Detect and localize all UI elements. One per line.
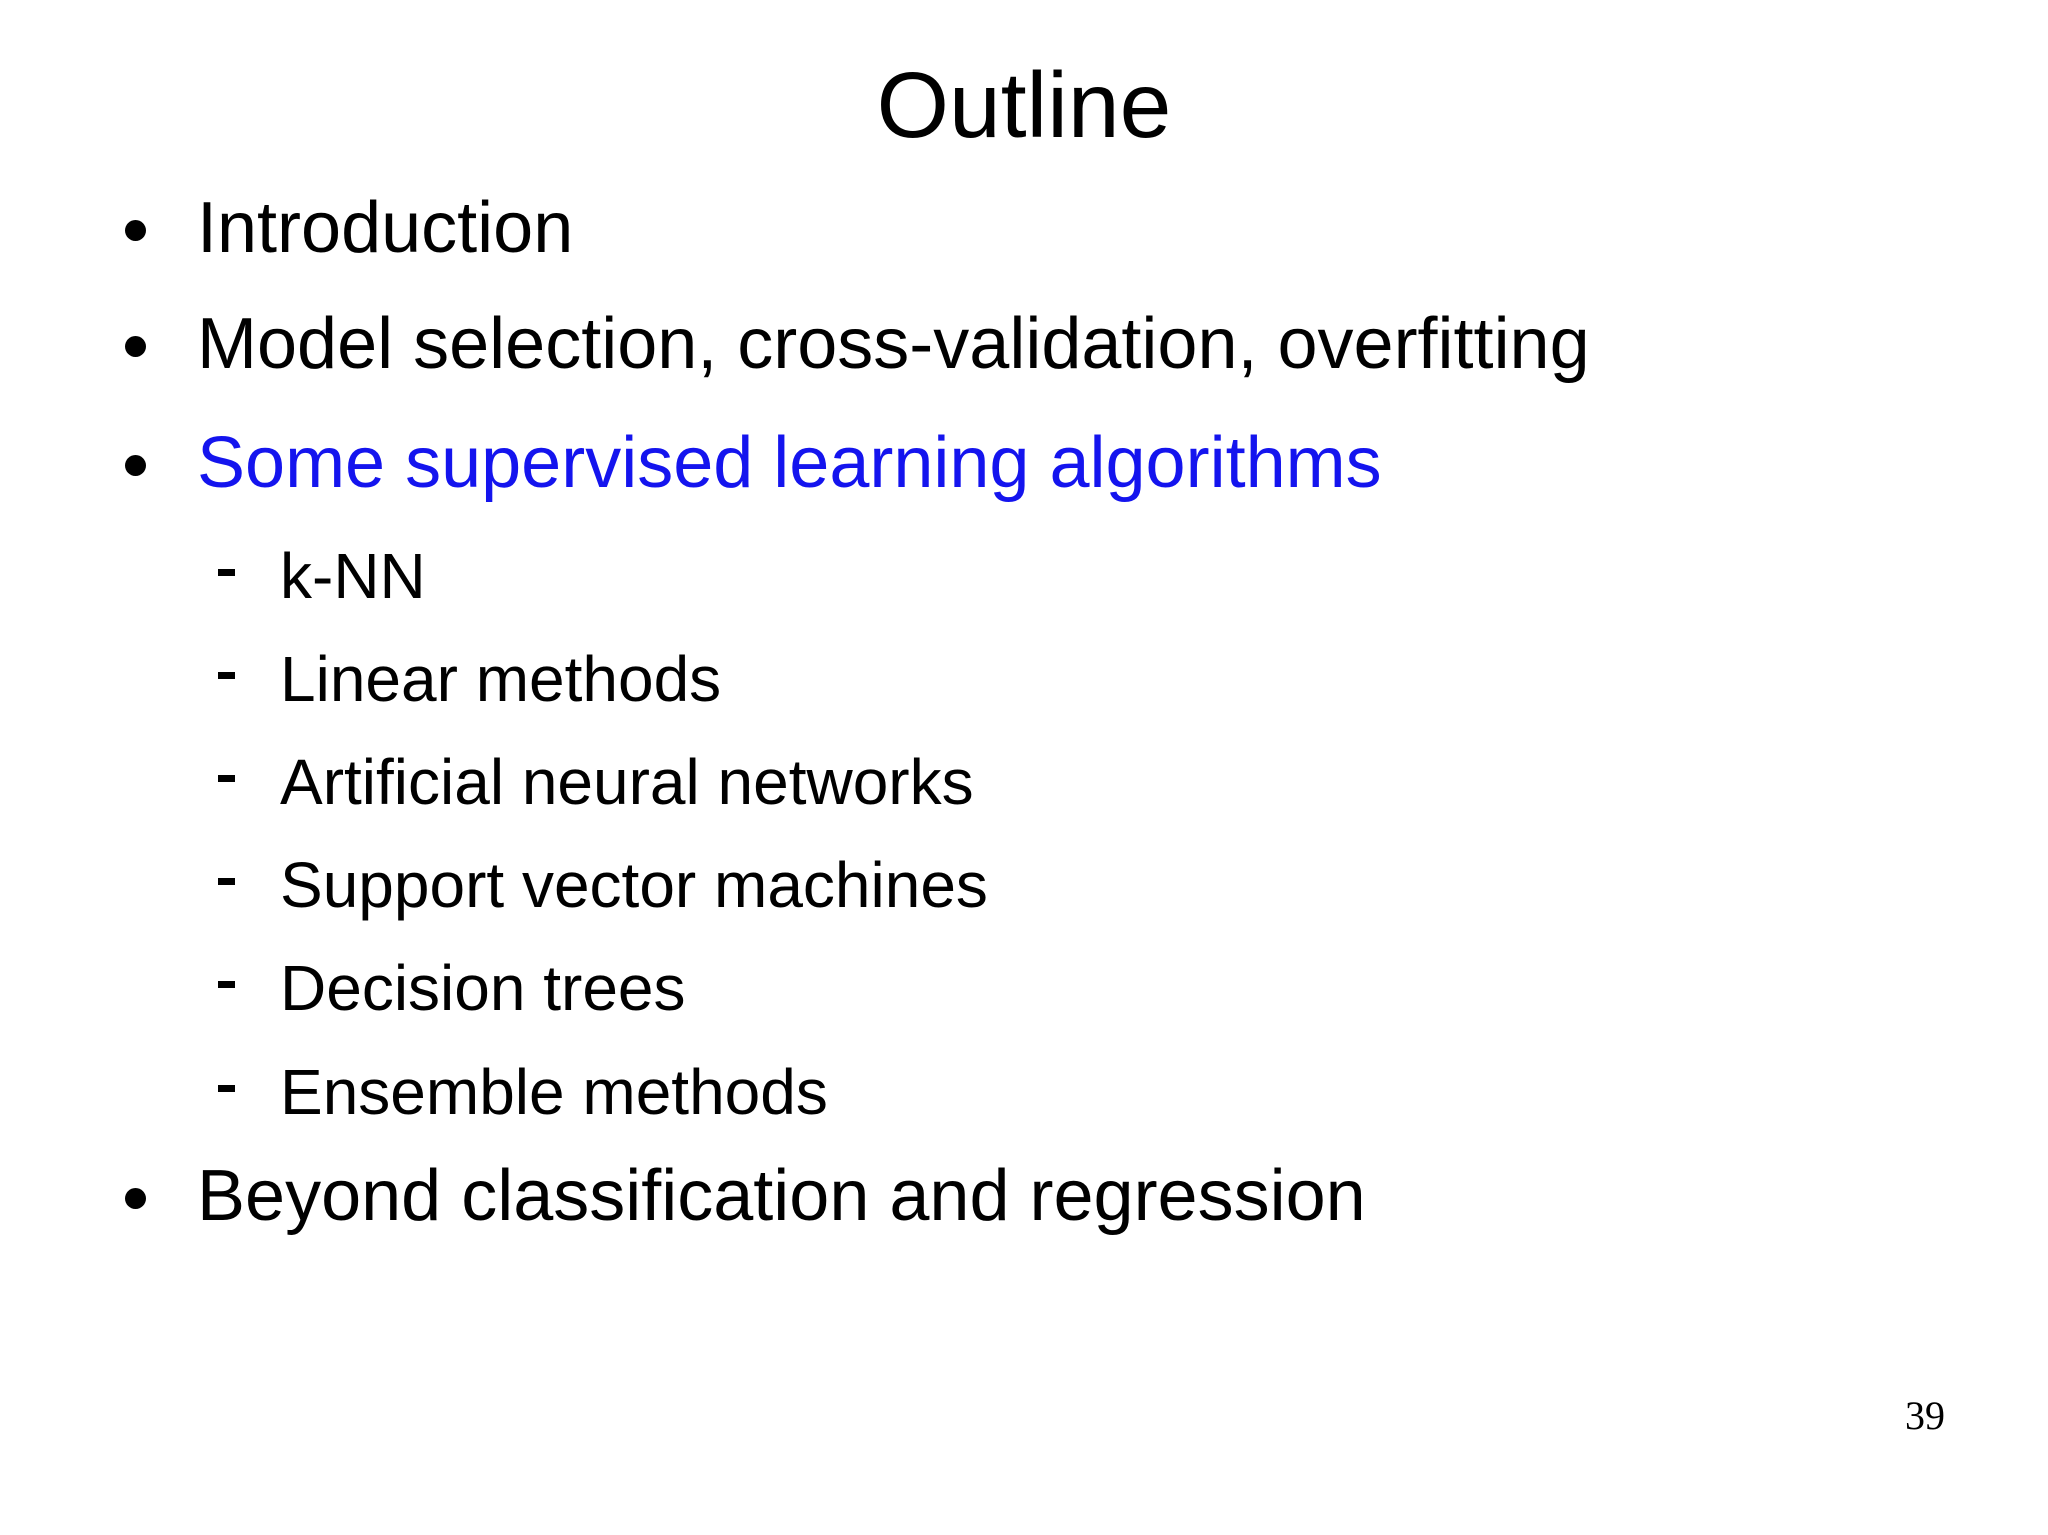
outline-item-introduction: Introduction <box>125 192 573 264</box>
outline-subitem-ensemble-methods: Ensemble methods <box>218 1060 828 1124</box>
outline-subitem-label: Decision trees <box>280 952 686 1024</box>
outline-subitem-knn: k-NN <box>218 544 426 608</box>
bullet-icon <box>125 455 146 476</box>
dash-icon <box>218 981 235 988</box>
dash-icon <box>218 878 235 885</box>
outline-item-label: Beyond classification and regression <box>197 1156 1366 1236</box>
outline-subitem-label: Support vector machines <box>280 849 988 921</box>
slide-title: Outline <box>876 53 1172 157</box>
outline-subitem-linear-methods: Linear methods <box>218 647 721 711</box>
outline-item-label: Introduction <box>197 188 574 268</box>
outline-subitem-svm: Support vector machines <box>218 853 988 917</box>
bullet-icon <box>125 336 146 357</box>
outline-subitem-label: Artificial neural networks <box>280 746 974 818</box>
page-number: 39 <box>1905 1393 1945 1438</box>
outline-subitem-neural-networks: Artificial neural networks <box>218 750 974 814</box>
dash-icon <box>218 672 235 679</box>
outline-item-label: Model selection, cross-validation, overf… <box>197 304 1590 384</box>
outline-subitem-label: Ensemble methods <box>280 1056 828 1128</box>
dash-icon <box>218 775 235 782</box>
outline-subitem-label: Linear methods <box>280 643 722 715</box>
dash-icon <box>218 569 235 576</box>
outline-item-model-selection: Model selection, cross-validation, overf… <box>125 308 1590 380</box>
outline-item-supervised-algorithms: Some supervised learning algorithms <box>125 427 1382 499</box>
outline-subitem-decision-trees: Decision trees <box>218 956 686 1020</box>
outline-item-beyond-classification: Beyond classification and regression <box>125 1160 1366 1232</box>
bullet-icon <box>125 220 146 241</box>
bullet-icon <box>125 1188 146 1209</box>
outline-subitem-label: k-NN <box>280 540 426 612</box>
outline-item-label: Some supervised learning algorithms <box>197 423 1382 503</box>
dash-icon <box>218 1085 235 1092</box>
